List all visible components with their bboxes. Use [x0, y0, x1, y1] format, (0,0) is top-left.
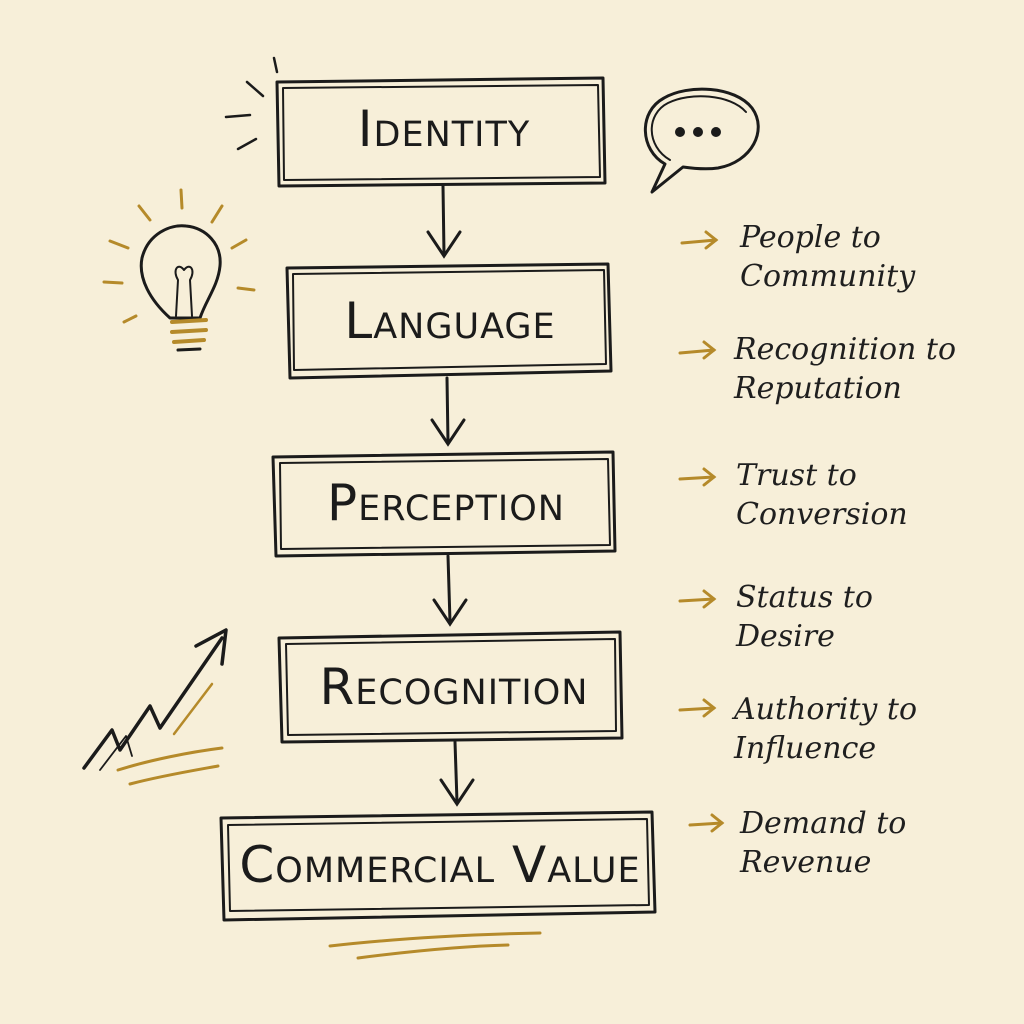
side-arrow-1	[680, 230, 719, 250]
side-item-line: Reputation	[734, 371, 902, 406]
side-item-recognition-reputation: Recognition to Reputation	[734, 330, 956, 408]
side-item-line: Influence	[734, 731, 877, 766]
side-item-line: Recognition to	[734, 332, 957, 367]
side-item-line: Authority to	[734, 692, 918, 727]
side-arrows	[678, 230, 725, 833]
connector-arrow-3	[432, 554, 468, 627]
side-item-line: Community	[740, 259, 916, 294]
stage-label-perception: Perception	[327, 474, 565, 532]
side-item-line: Desire	[736, 619, 835, 654]
side-item-line: Demand to	[740, 806, 907, 841]
stage-box-perception	[271, 450, 617, 558]
speech-bubble-icon	[643, 87, 760, 194]
stage-box-commercial-value	[219, 810, 657, 922]
side-item-demand-revenue: Demand to Revenue	[740, 804, 906, 882]
stage-label-identity: Identity	[357, 100, 531, 158]
side-arrow-6	[688, 813, 725, 833]
side-item-people-community: People to Community	[740, 218, 915, 296]
side-item-line: Status to	[736, 580, 873, 615]
side-item-line: Revenue	[740, 845, 872, 880]
side-item-line: People to	[740, 220, 881, 255]
side-item-line: Trust to	[736, 458, 857, 493]
connector-arrow-2	[430, 376, 466, 447]
lightbulb-icon	[102, 188, 256, 352]
side-item-authority-influence: Authority to Influence	[734, 690, 917, 768]
stage-label-commercial-value: Commercial Value	[239, 836, 641, 894]
stage-label-language: Language	[344, 292, 556, 350]
side-item-status-desire: Status to Desire	[736, 578, 873, 656]
side-arrow-4	[678, 589, 717, 609]
stage-box-language	[285, 262, 613, 380]
side-arrow-2	[678, 340, 717, 360]
side-arrow-5	[678, 698, 717, 718]
stage-label-recognition: Recognition	[319, 658, 589, 716]
side-item-trust-conversion: Trust to Conversion	[736, 456, 908, 534]
side-arrow-3	[678, 467, 717, 487]
stage-box-recognition	[277, 630, 624, 744]
emphasis-ticks	[224, 56, 279, 151]
underline-accent	[328, 931, 542, 960]
stage-box-identity	[275, 76, 607, 188]
connector-arrow-1	[426, 184, 462, 259]
growth-arrow-icon	[82, 628, 228, 786]
connector-arrow-4	[439, 740, 475, 807]
side-item-line: Conversion	[736, 497, 908, 532]
